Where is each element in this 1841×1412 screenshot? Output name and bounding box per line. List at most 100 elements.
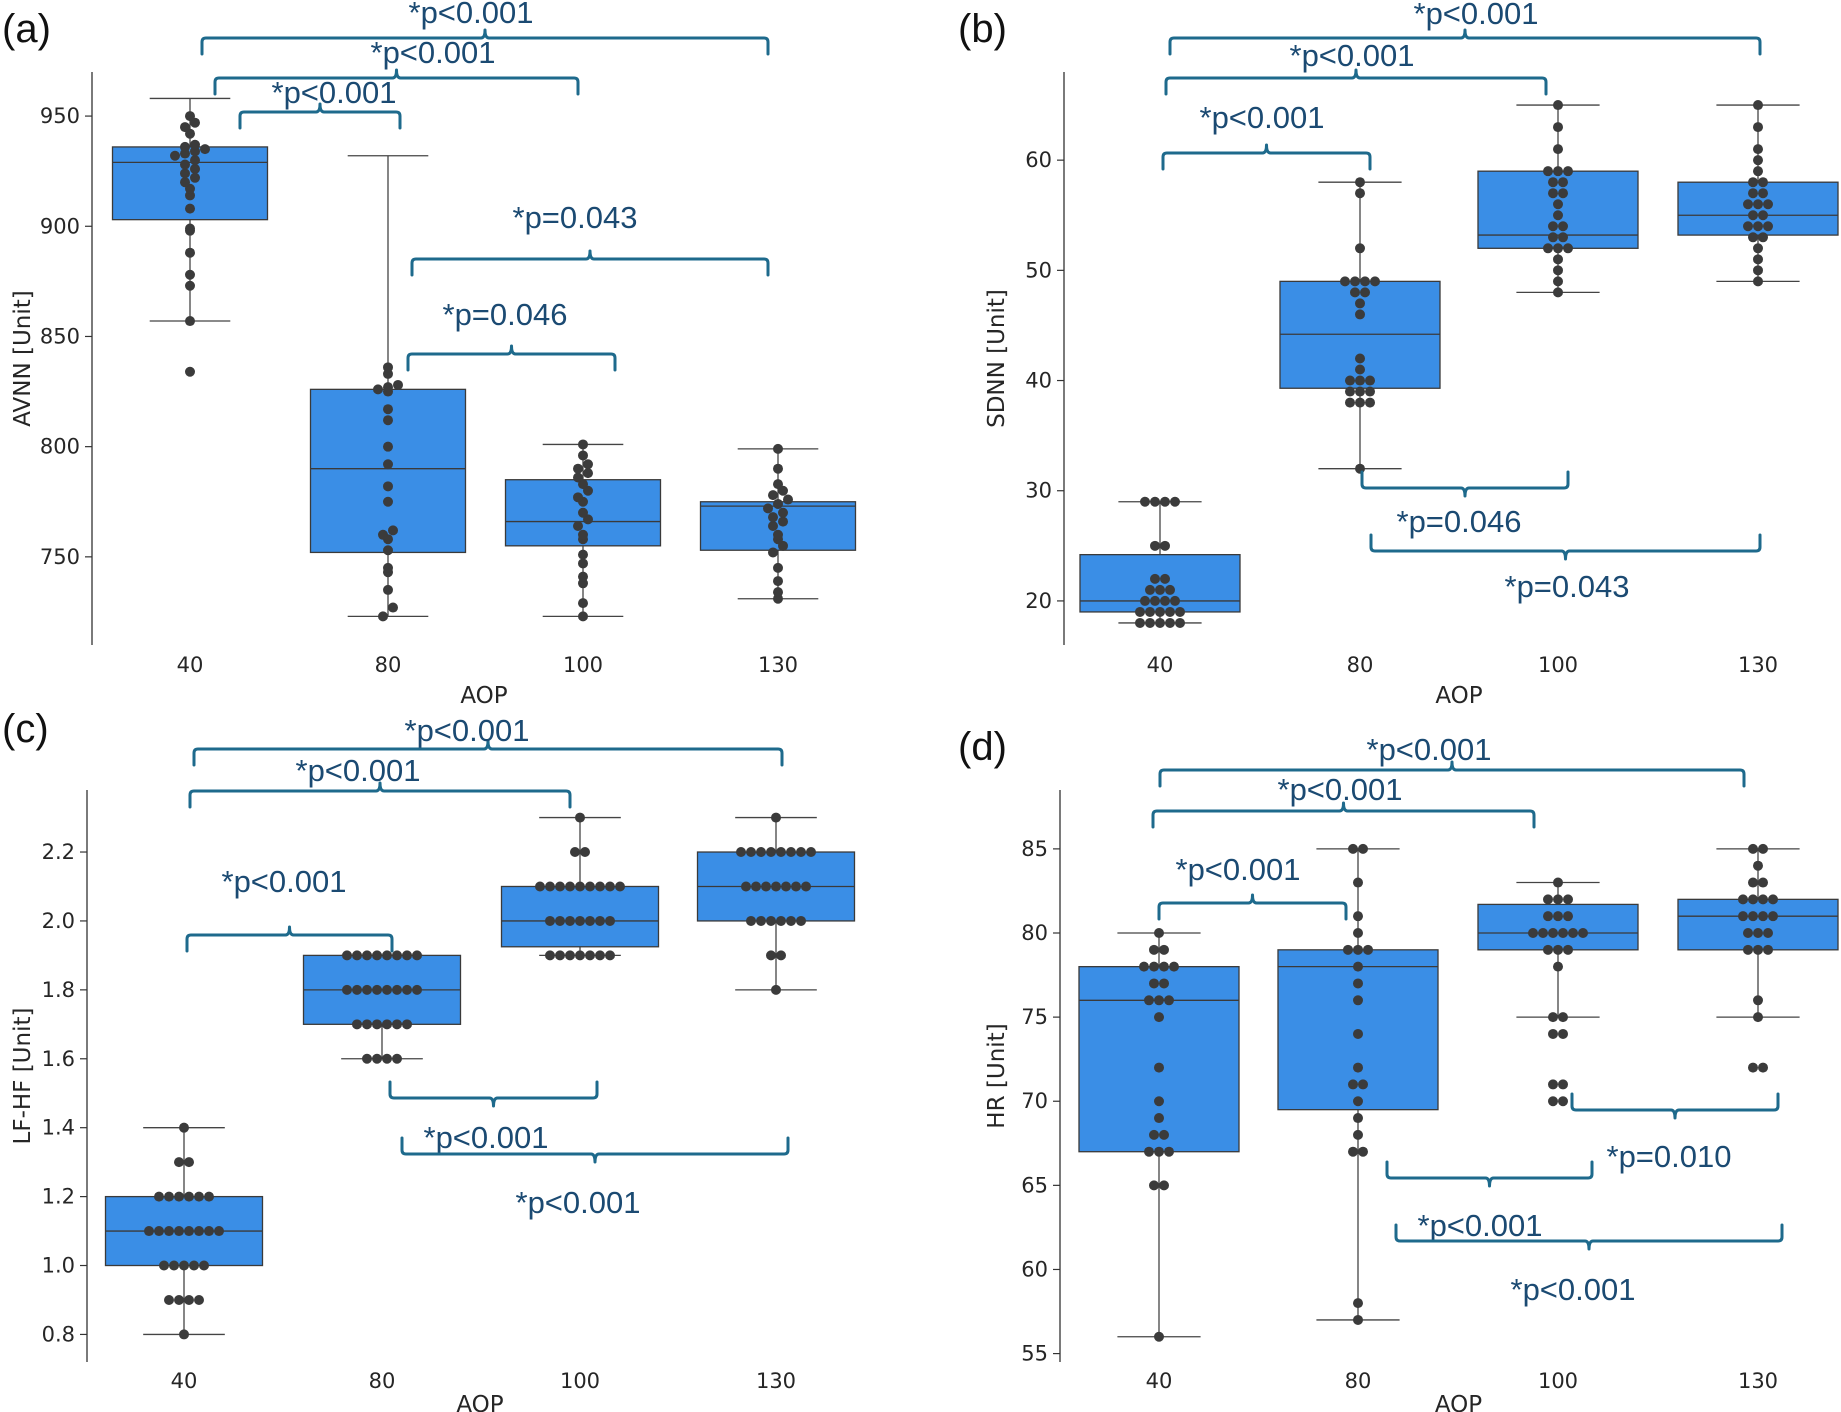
significance-bracket: [388, 1080, 599, 1108]
data-point: [1360, 287, 1370, 298]
y-tick-label: 1.6: [42, 1047, 75, 1071]
data-point: [1558, 221, 1568, 232]
data-point: [185, 247, 195, 258]
data-point: [164, 1226, 174, 1237]
data-point: [573, 463, 583, 474]
data-point: [1748, 232, 1758, 243]
data-point: [806, 847, 816, 858]
data-point: [362, 1053, 372, 1064]
x-tick-label: 40: [171, 1369, 198, 1393]
data-point: [170, 150, 180, 161]
data-point: [545, 881, 555, 892]
data-point: [1175, 617, 1185, 628]
data-point: [1558, 1012, 1568, 1023]
data-point: [342, 950, 352, 961]
data-point: [1738, 911, 1748, 922]
y-axis-label: HR [Unit]: [984, 1023, 1010, 1128]
y-axis-label: LF-HF [Unit]: [10, 1008, 36, 1145]
data-point: [751, 881, 761, 892]
data-point: [1753, 276, 1763, 287]
data-point: [362, 950, 372, 961]
data-point: [575, 915, 585, 926]
data-point: [575, 950, 585, 961]
significance-bracket: [406, 344, 617, 372]
data-point: [383, 496, 393, 507]
data-point: [1753, 166, 1763, 177]
data-point: [1753, 144, 1763, 155]
data-point: [1159, 1180, 1169, 1191]
data-point: [1145, 617, 1155, 628]
data-point: [352, 984, 362, 995]
data-point: [761, 881, 771, 892]
x-axis-label: AOP: [1435, 1392, 1482, 1412]
data-point: [1553, 243, 1563, 254]
data-point: [1154, 1062, 1164, 1073]
data-point: [1353, 978, 1363, 989]
significance-label: *p<0.001: [409, 0, 534, 30]
significance-label: *p<0.001: [1511, 1272, 1636, 1307]
data-point: [1144, 995, 1154, 1006]
data-point: [1543, 243, 1553, 254]
data-point: [578, 558, 588, 569]
data-point: [578, 549, 588, 560]
data-point: [1358, 843, 1368, 854]
data-point: [383, 362, 393, 373]
data-point: [1758, 177, 1768, 188]
data-point: [1753, 995, 1763, 1006]
data-point: [1150, 595, 1160, 606]
data-point: [1548, 1028, 1558, 1039]
data-point: [1355, 397, 1365, 408]
data-point: [595, 915, 605, 926]
data-point: [1155, 617, 1165, 628]
data-point: [154, 1191, 164, 1202]
data-point: [1353, 1129, 1363, 1140]
data-point: [1563, 894, 1573, 905]
data-point: [185, 223, 195, 234]
data-point: [1748, 1062, 1758, 1073]
data-point: [555, 950, 565, 961]
data-point: [164, 1191, 174, 1202]
data-point: [1553, 894, 1563, 905]
data-point: [179, 1329, 189, 1340]
y-tick-label: 1.2: [42, 1185, 75, 1209]
y-tick-label: 1.4: [42, 1116, 75, 1140]
data-point: [773, 529, 783, 540]
data-point: [771, 812, 781, 823]
data-point: [1753, 199, 1763, 210]
significance-label: *p=0.010: [1607, 1139, 1732, 1174]
data-point: [1758, 232, 1768, 243]
data-point: [185, 280, 195, 291]
data-point: [1748, 177, 1758, 188]
data-point: [1154, 1012, 1164, 1023]
data-point: [1154, 1331, 1164, 1342]
data-point: [1563, 911, 1573, 922]
data-point: [382, 984, 392, 995]
data-point: [1548, 1096, 1558, 1107]
chart-panel-3: (c)0.81.01.21.41.61.82.02.2LF-HF [Unit]4…: [2, 707, 856, 1412]
significance-bracket: [1369, 533, 1762, 561]
data-point: [555, 915, 565, 926]
data-point: [791, 881, 801, 892]
data-point: [1553, 199, 1563, 210]
data-point: [1763, 928, 1773, 938]
x-tick-label: 80: [1347, 653, 1374, 677]
data-point: [1350, 276, 1360, 287]
data-point: [585, 881, 595, 892]
data-point: [573, 520, 583, 531]
data-point: [773, 443, 783, 454]
data-point: [578, 611, 588, 622]
data-point: [1748, 210, 1758, 221]
data-point: [1753, 100, 1763, 111]
data-point: [1753, 221, 1763, 232]
significance-label: *p=0.043: [1505, 569, 1630, 604]
data-point: [565, 950, 575, 961]
data-point: [1758, 911, 1768, 922]
data-point: [1150, 496, 1160, 507]
data-point: [1553, 877, 1563, 888]
significance-bracket: [200, 28, 770, 56]
data-point: [1558, 1028, 1568, 1039]
data-point: [1548, 928, 1558, 938]
data-point: [786, 915, 796, 926]
data-point: [1753, 928, 1763, 938]
data-point: [1149, 1180, 1159, 1191]
